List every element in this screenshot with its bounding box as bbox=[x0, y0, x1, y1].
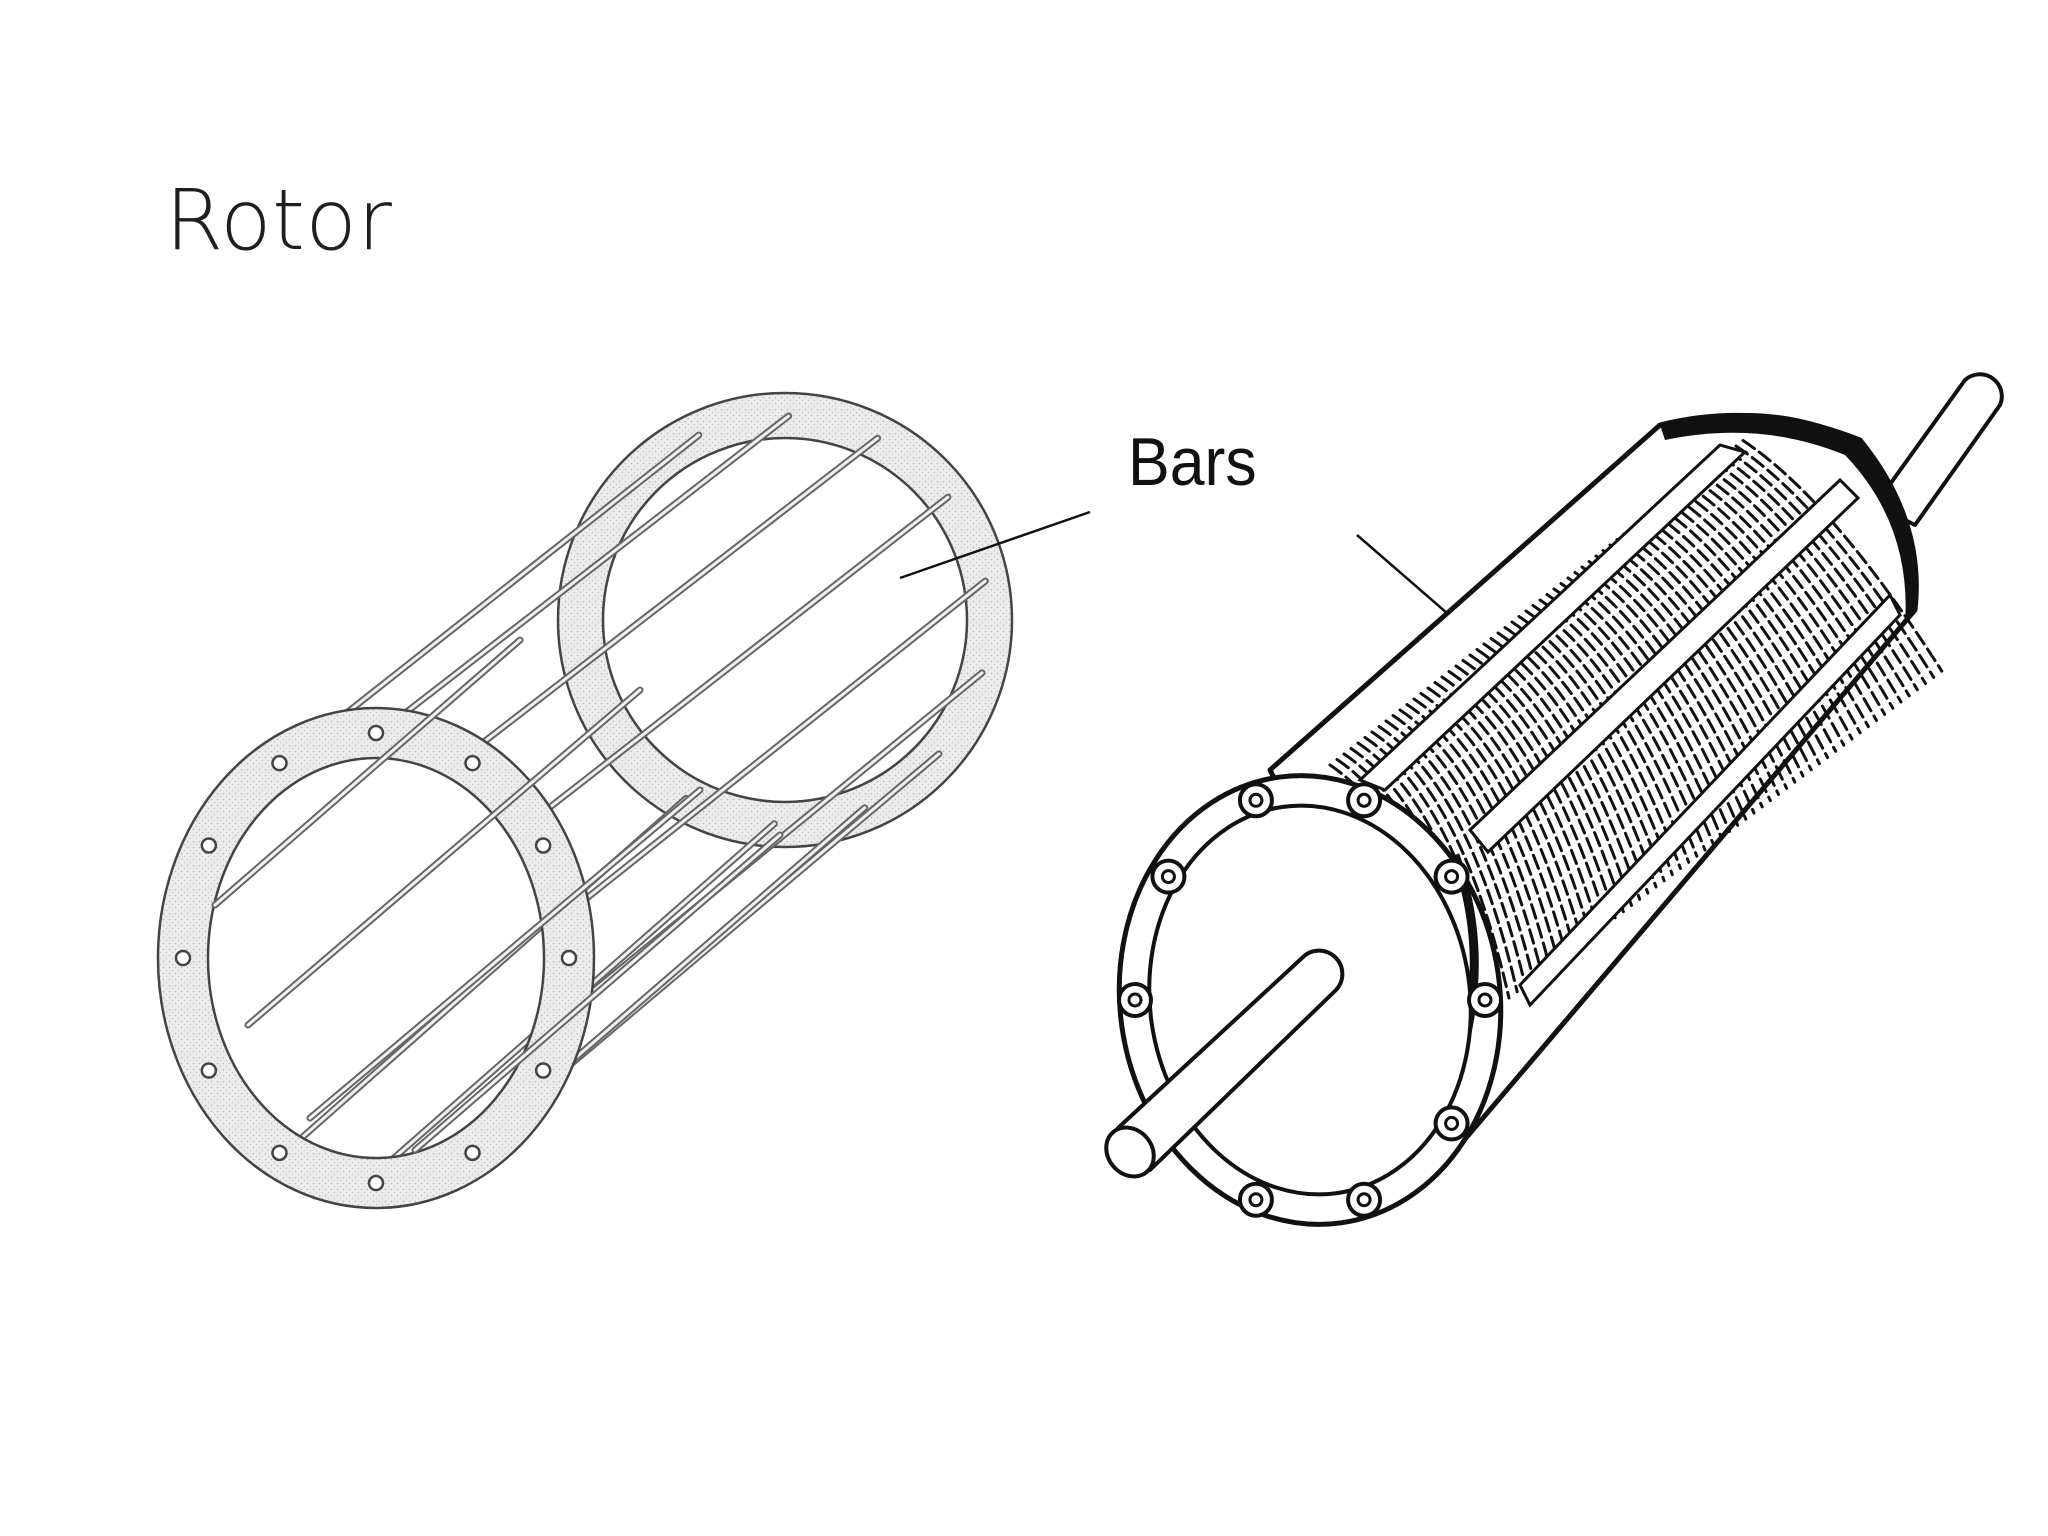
bolt-hole bbox=[464, 1144, 481, 1162]
front-ring-holes bbox=[174, 724, 578, 1192]
cage-bar-highlight bbox=[563, 579, 987, 917]
laminated-rotor-drawing bbox=[1104, 372, 2004, 1227]
rotor-bars bbox=[1357, 443, 1902, 1008]
cage-bar-highlight bbox=[462, 436, 880, 760]
cage-bar-highlight bbox=[377, 414, 791, 735]
bolt-hole bbox=[200, 1062, 218, 1079]
bolt-hole bbox=[174, 949, 192, 967]
lamination-line bbox=[1734, 444, 1936, 679]
bolt-hole bbox=[534, 837, 552, 854]
bolt-hole bbox=[200, 837, 218, 854]
front-shaft bbox=[1104, 948, 1345, 1179]
bolt-hole bbox=[367, 724, 385, 742]
bolt-hole bbox=[464, 754, 481, 772]
bolt-hole-inner bbox=[1444, 869, 1460, 885]
lamination-line bbox=[1706, 466, 1903, 704]
lamination-line bbox=[1720, 455, 1919, 692]
bolt-hole-inner bbox=[1356, 792, 1372, 808]
cage-bars bbox=[278, 412, 989, 1187]
bolt-hole bbox=[534, 1062, 552, 1079]
bolt-hole-inner bbox=[1356, 1192, 1372, 1208]
lamination-line bbox=[1713, 461, 1911, 698]
bolt-hole-inner bbox=[1477, 992, 1493, 1008]
bolt-hole-inner bbox=[1127, 992, 1143, 1008]
rear-shaft bbox=[1873, 372, 2004, 527]
bolt-hole-inner bbox=[1444, 1115, 1460, 1131]
squirrel-cage-drawing bbox=[156, 391, 1014, 1210]
cage-front-ring bbox=[156, 706, 596, 1210]
bolt-hole bbox=[367, 1174, 385, 1192]
bolt-hole bbox=[560, 949, 578, 967]
cage-visible-bars bbox=[211, 636, 784, 1154]
bolt-hole-inner bbox=[1248, 1192, 1264, 1208]
lamination-line bbox=[1699, 472, 1895, 710]
cage-bar-highlight bbox=[528, 495, 950, 825]
bolt-hole bbox=[271, 1144, 288, 1162]
lamination-line bbox=[1741, 439, 1944, 673]
slide-title: Rotor bbox=[165, 171, 393, 269]
cage-bar-highlight bbox=[292, 433, 701, 756]
bolt-hole bbox=[271, 754, 288, 772]
rotor-rear-edge bbox=[1660, 413, 1917, 625]
lamination-line bbox=[1727, 450, 1927, 685]
bolt-hole-inner bbox=[1160, 869, 1176, 885]
bolt-hole-inner bbox=[1248, 792, 1264, 808]
bars-label: Bars bbox=[1128, 424, 1257, 500]
